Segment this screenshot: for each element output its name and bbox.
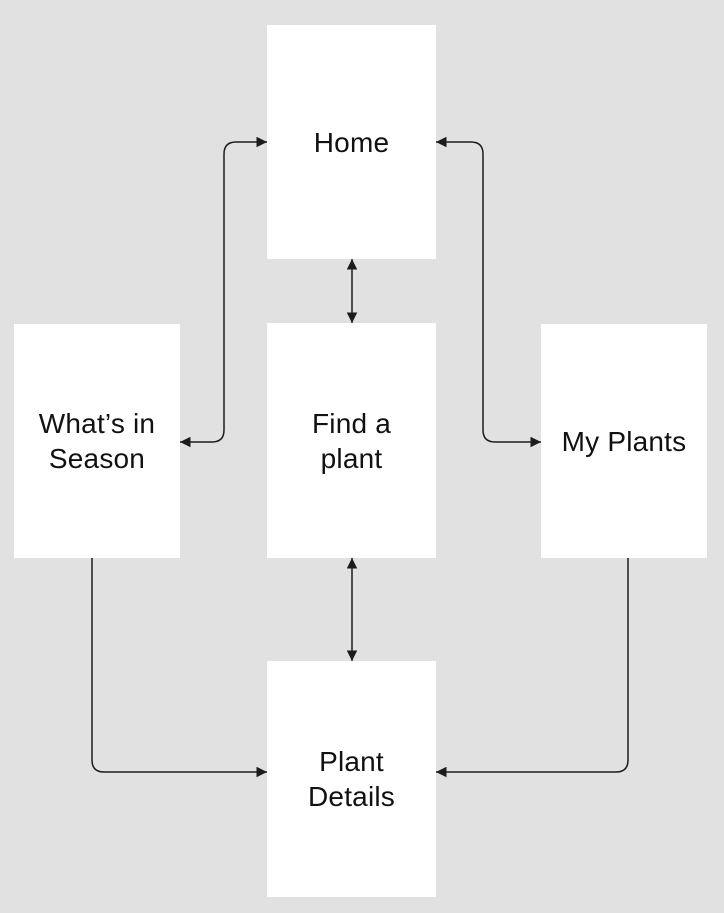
node-my-plants[interactable]: My Plants <box>541 324 707 558</box>
edge-home-my-plants <box>436 136 541 448</box>
edge-whats-in-season-plant-details <box>91 558 267 778</box>
node-find-a-plant[interactable]: Find a plant <box>267 323 436 558</box>
node-home[interactable]: Home <box>267 25 436 259</box>
node-plant-details[interactable]: Plant Details <box>267 661 436 897</box>
node-find-a-plant-label: Find a plant <box>311 407 392 474</box>
edge-home-whats-in-season <box>180 136 267 448</box>
edge-my-plants-plant-details <box>436 558 629 778</box>
node-plant-details-label: Plant Details <box>308 746 395 812</box>
node-whats-in-season-label: What’s in Season <box>38 408 156 474</box>
node-home-label: Home <box>313 126 390 158</box>
node-whats-in-season[interactable]: What’s in Season <box>14 324 180 558</box>
node-my-plants-label: My Plants <box>561 425 687 457</box>
